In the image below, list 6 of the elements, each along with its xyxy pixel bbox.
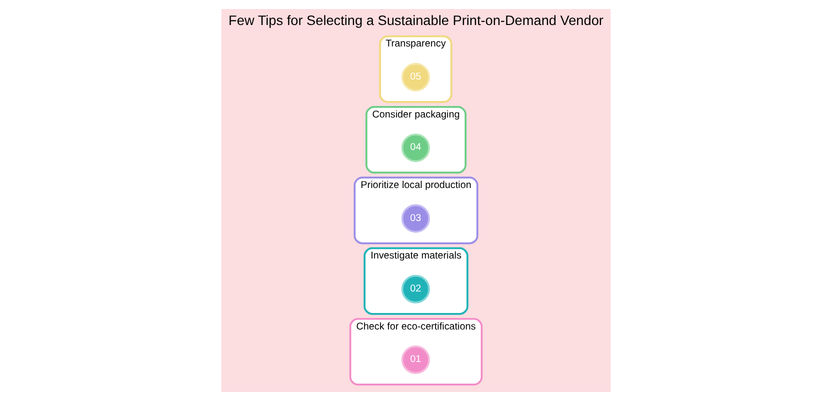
node-circle: 01 [401,345,430,374]
node-circle: 05 [401,62,430,91]
node-circle: 02 [401,274,430,303]
node-circle: 04 [401,133,430,162]
node-circle: 03 [401,204,430,232]
diagram-title: Few Tips for Selecting a Sustainable Print-on-Demand Vendor [228,12,604,28]
